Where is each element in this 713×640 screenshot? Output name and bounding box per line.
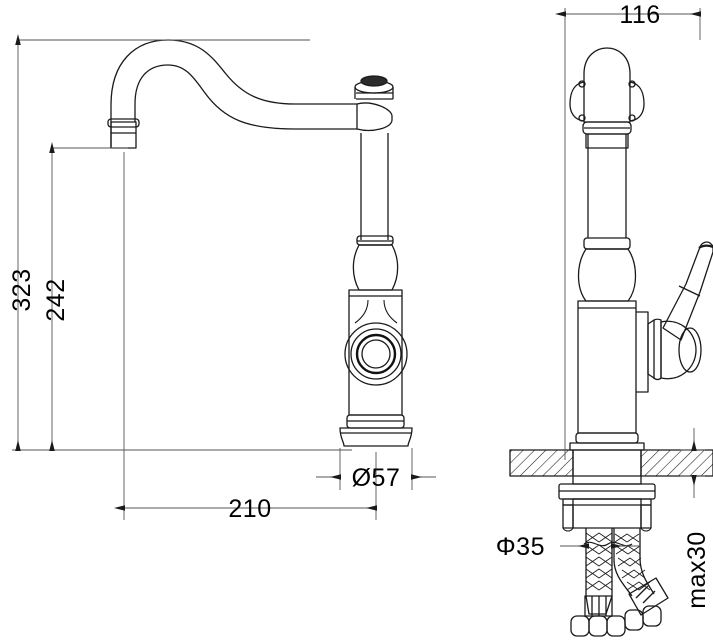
side-base-escutcheon bbox=[569, 432, 645, 451]
base-escutcheon bbox=[339, 414, 413, 447]
front-view-dimensions bbox=[12, 34, 436, 520]
side-view-dimensions bbox=[555, 8, 705, 549]
spout-ball-joint bbox=[354, 75, 394, 132]
spout-end-on bbox=[569, 47, 645, 135]
spout-outer-curve bbox=[110, 39, 357, 148]
side-view bbox=[509, 47, 713, 637]
dim-label-max30: max30 bbox=[683, 531, 711, 609]
dim-label-d57: Ø57 bbox=[352, 464, 401, 492]
dim-label-d35: Φ35 bbox=[496, 533, 545, 561]
flexible-hoses bbox=[570, 528, 669, 637]
fixing-nut bbox=[558, 483, 656, 532]
side-column-baluster bbox=[577, 237, 637, 302]
handle-hub bbox=[647, 318, 702, 381]
side-column-shaft bbox=[585, 133, 629, 238]
spout-aerator bbox=[107, 118, 140, 149]
dim-label-116: 116 bbox=[619, 1, 660, 29]
column-shaft bbox=[356, 133, 394, 246]
front-view bbox=[107, 39, 413, 447]
countertop-section bbox=[509, 449, 713, 477]
handle-end-on bbox=[344, 299, 408, 386]
spout-inner-curve bbox=[134, 64, 357, 130]
dim-label-323: 323 bbox=[8, 268, 36, 311]
side-mixer-body bbox=[577, 300, 637, 434]
hose-connector-nuts bbox=[570, 605, 662, 637]
lever-handle bbox=[662, 241, 713, 341]
dim-label-210: 210 bbox=[228, 495, 271, 523]
dim-label-242: 242 bbox=[42, 278, 70, 321]
handle-mount-neck bbox=[636, 311, 649, 393]
column-baluster bbox=[352, 244, 399, 291]
mounting-shank bbox=[572, 449, 642, 485]
